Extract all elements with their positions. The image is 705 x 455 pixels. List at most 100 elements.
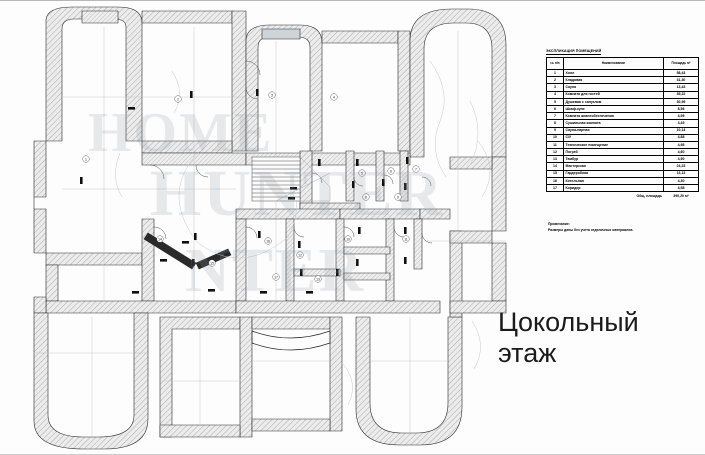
svg-text:16: 16 (266, 239, 270, 243)
svg-text:13: 13 (316, 277, 320, 281)
total-label: Общ. площадь (636, 194, 662, 199)
svg-text:6: 6 (390, 169, 392, 173)
cell-name: Погреб (563, 148, 664, 157)
cell-name: Коридор (563, 183, 664, 193)
cell-area: 8,56 (663, 104, 699, 114)
notes-text: Размеры даны без учета отделочных матери… (548, 227, 634, 232)
cell-num: 10 (546, 133, 564, 142)
svg-text:15: 15 (210, 261, 214, 265)
cell-area: 13,13 (663, 169, 699, 178)
cell-name: Комната для гостей (563, 90, 664, 99)
room-schedule: ЭКСПЛИКАЦИЯ ПОМЕЩЕНИЙ № п/п Наименование… (546, 39, 699, 199)
notes-heading: Примечание: (548, 222, 570, 226)
cell-num: 14 (546, 162, 564, 171)
cell-area: 4,99 (663, 112, 699, 121)
cell-name: С/У (563, 133, 664, 142)
schedule-title: ЭКСПЛИКАЦИЯ ПОМЕЩЕНИЙ (546, 49, 602, 55)
cell-num: 16 (546, 176, 564, 186)
cell-area: 4,30 (663, 176, 699, 186)
plan-sketch-marks (115, 60, 491, 406)
cell-area: 58,43 (663, 68, 699, 78)
svg-text:2: 2 (177, 97, 179, 101)
cell-num: 4 (546, 90, 564, 99)
svg-text:11: 11 (404, 237, 408, 241)
svg-text:5: 5 (361, 171, 363, 175)
cell-area: 4,90 (663, 155, 699, 164)
cell-area: 4,88 (663, 133, 699, 142)
total-value: 390,20 м² (673, 194, 689, 199)
cell-num: 7 (546, 112, 564, 121)
cell-num: 12 (546, 148, 564, 157)
svg-text:17: 17 (274, 275, 278, 279)
cell-name: Сушильная комната (563, 119, 664, 128)
cell-name: Кладовая (563, 76, 664, 85)
plan-title-line-1: Цокольный (498, 307, 639, 337)
cell-name: Техническое помещение (563, 140, 664, 150)
cell-num: 9 (546, 126, 564, 135)
schedule-total-row: Общ. площадь 390,20 м² (547, 192, 699, 199)
cell-name: Холл (563, 68, 664, 78)
cell-num: 11 (546, 140, 564, 150)
cell-area: 24,23 (663, 162, 699, 171)
cell-area: 39,22 (663, 90, 699, 99)
plan-door-swings (149, 60, 433, 244)
svg-text:7: 7 (415, 167, 417, 171)
cell-name: Сауна (563, 83, 664, 92)
cell-area: 4,98 (663, 140, 699, 150)
cell-area: 13,43 (663, 83, 699, 92)
cell-num: 2 (546, 76, 564, 85)
svg-text:14: 14 (158, 237, 162, 241)
cell-area: 4,58 (663, 183, 699, 193)
plan-title-line-2: этаж (498, 338, 557, 368)
column-header-number: № п/п (546, 57, 564, 70)
cell-area: 31,30 (663, 76, 699, 85)
svg-text:1: 1 (85, 157, 87, 161)
cell-name: Котельная (563, 176, 664, 186)
cell-area: 4,60 (663, 148, 699, 157)
cell-area: 10,14 (663, 126, 699, 135)
plan-walls (33, 6, 507, 450)
cell-num: 8 (546, 119, 564, 128)
plan-fixtures (80, 89, 409, 294)
cell-name: Шкаф-купе (563, 104, 664, 114)
cell-name: Мастерская (563, 162, 664, 171)
svg-text:12: 12 (298, 253, 302, 257)
cell-name: Комната жизнеобеспечения (563, 112, 664, 121)
cell-num: 5 (546, 97, 564, 106)
cell-num: 13 (546, 155, 564, 164)
plan-staircase (251, 156, 331, 202)
schedule-header-row: № п/п Наименование Площадь м² (546, 57, 699, 70)
plan-thin-lines (34, 27, 506, 437)
cell-num: 3 (546, 83, 564, 92)
cell-name: Сауна-парная (563, 126, 664, 135)
cell-area: 3,49 (663, 119, 699, 128)
svg-text:10: 10 (346, 237, 350, 241)
notes-block: Примечание: Размеры даны без учета отдел… (548, 222, 698, 233)
page-title: Цокольный этаж (498, 307, 698, 369)
cell-name: Душевая с санузлом (563, 97, 664, 106)
cell-num: 15 (546, 169, 564, 178)
cell-name: Гардеробная (563, 169, 664, 178)
cell-num: 1 (546, 68, 564, 78)
cell-name: Тамбур (563, 155, 664, 164)
floor-plan-drawing: 1 2 3 4 5 6 7 8 9 10 11 12 13 14 15 16 1… (33, 6, 507, 450)
column-header-area: Площадь м² (663, 57, 699, 70)
